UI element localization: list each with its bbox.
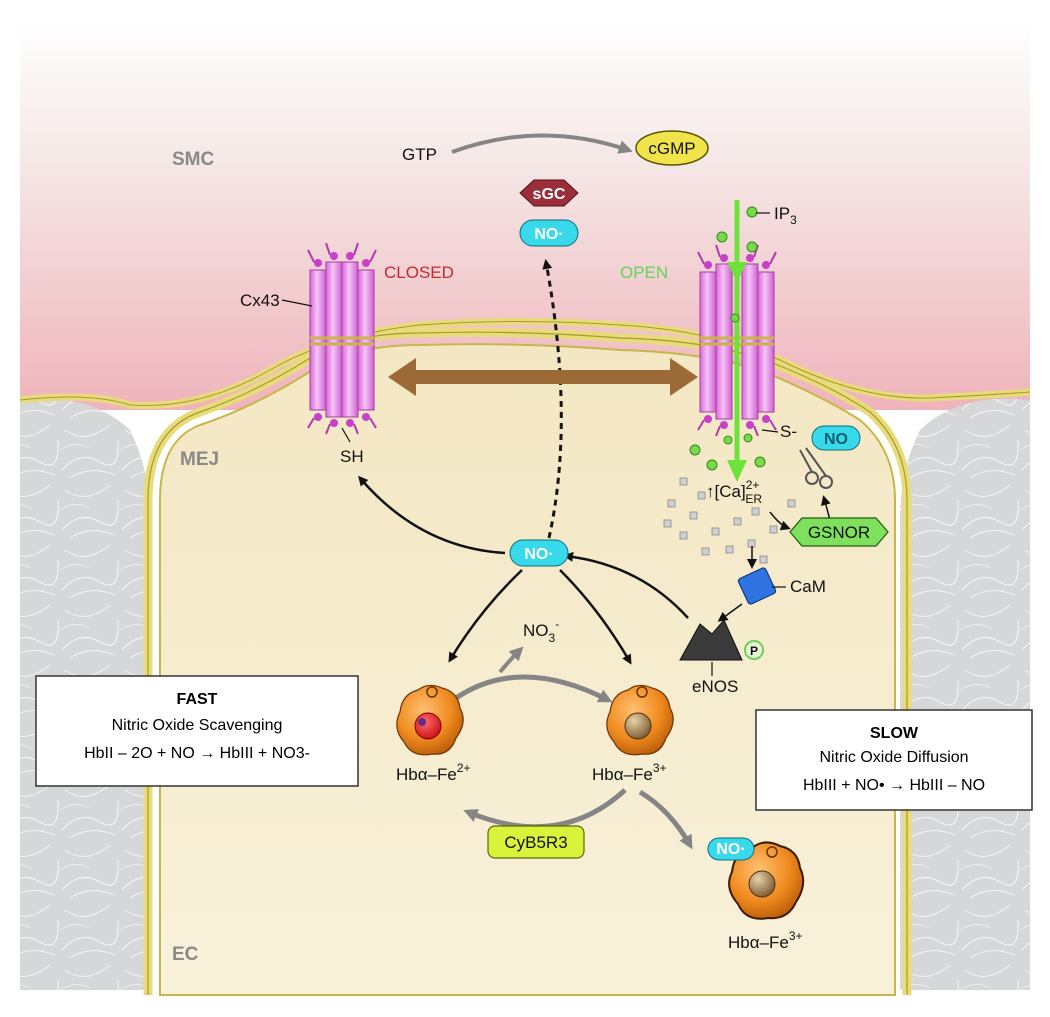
fast-box-equation: HbII – 2O + NO → HbIII + NO3- <box>84 745 310 762</box>
ip3-label: IP3 <box>774 204 797 227</box>
no-to-hb-fe2-arrow <box>448 569 523 663</box>
phospho-badge: P <box>744 640 764 660</box>
fast-box-title: FAST <box>177 691 218 708</box>
region-label-smc: SMC <box>172 149 215 170</box>
gtp-label: GTP <box>402 145 437 164</box>
phospho-label: P <box>750 644 758 658</box>
cgmp-label: cGMP <box>648 139 695 158</box>
no-pill-central: NO· <box>509 539 569 567</box>
hb-fe2-protein <box>396 684 464 756</box>
enos-node <box>679 619 743 661</box>
gsnor-node: GSNOR <box>789 517 889 547</box>
slow-box: SLOW Nitric Oxide Diffusion HbIII + NO• … <box>755 709 1033 811</box>
nitrate-label: NO3- <box>523 617 559 645</box>
slow-box-title: SLOW <box>870 725 919 742</box>
gsnor-to-scissors-arrow <box>821 495 831 521</box>
region-label-mej: MEJ <box>180 449 219 470</box>
s-pointer <box>761 429 779 433</box>
no-pill-central-label: NO· <box>524 546 553 563</box>
hb-fe3-no-label: Hbα–Fe3+ <box>728 929 803 952</box>
s-minus-label: S- <box>780 422 797 441</box>
cam-label: CaM <box>790 577 826 596</box>
ip3-arrowhead-top <box>727 262 747 282</box>
endothelial-cell <box>159 343 896 996</box>
cam-node <box>737 567 777 605</box>
region-label-ec: EC <box>172 944 199 965</box>
ec-membrane-edge <box>147 331 908 995</box>
closed-label: CLOSED <box>384 263 454 282</box>
slow-box-subtitle: Nitric Oxide Diffusion <box>819 749 968 766</box>
no-pill-sgc-label: NO· <box>534 226 563 243</box>
no-pill-hb-bound: NO· <box>707 837 755 861</box>
fast-box: FAST Nitric Oxide Scavenging HbII – 2O +… <box>35 675 359 787</box>
cyb5r3-label: CyB5R3 <box>504 833 567 852</box>
smc-membrane-edge <box>19 321 1031 407</box>
hb-fe3-label: Hbα–Fe3+ <box>592 761 667 784</box>
enos-to-no-arrow <box>563 551 689 619</box>
no-pill-snitrosylation-label: NO <box>824 431 848 448</box>
cx43-label: Cx43 <box>240 291 280 310</box>
sh-pointer <box>341 427 351 443</box>
ip3-arrowhead-bottom <box>727 460 747 482</box>
cyb5r3-node: CyB5R3 <box>487 825 585 859</box>
calcium-er-label: ↑[Ca]2+ER <box>706 478 762 506</box>
hb-fe3-no-protein <box>728 841 805 920</box>
sgc-label: sGC <box>533 186 566 203</box>
hb-fe3-to-no-bound-arrow <box>638 789 693 850</box>
cam-to-enos-arrow <box>717 603 743 622</box>
fast-box-subtitle: Nitric Oxide Scavenging <box>112 717 283 734</box>
scissors-icon <box>799 447 833 489</box>
connexin-open <box>697 244 777 437</box>
no-pill-sgc: NO· <box>519 219 579 247</box>
no-pill-snitrosylation: NO <box>811 425 861 451</box>
slow-box-equation: HbIII + NO• → HbIII – NO <box>803 777 985 794</box>
open-label: OPEN <box>620 263 668 282</box>
sgc-node: sGC <box>519 179 579 207</box>
calcium-particles <box>663 477 796 564</box>
gtp-to-cgmp-arrow <box>451 133 633 154</box>
hb-fe2-label: Hbα–Fe2+ <box>396 761 471 784</box>
gap-junction-transfer-arrow <box>388 358 698 396</box>
ip3-molecules <box>689 206 766 471</box>
gsnor-label: GSNOR <box>808 523 870 542</box>
no-pill-hb-bound-label: NO· <box>716 841 745 858</box>
connexin-closed <box>307 242 377 435</box>
hb-fe2-to-fe3-arrow <box>454 674 613 703</box>
hb-fe3-protein <box>606 684 674 756</box>
nitrate-release-arrow <box>498 646 524 674</box>
interstitium-right <box>900 398 1030 990</box>
cx43-pointer <box>281 299 313 307</box>
enos-label: eNOS <box>692 677 738 696</box>
no-to-sh-arrow <box>358 475 506 555</box>
calcium-to-gsnor-arrow <box>769 511 791 531</box>
no-to-hb-fe3-arrow <box>559 569 632 665</box>
cgmp-node: cGMP <box>635 130 709 166</box>
sh-label: SH <box>340 447 364 466</box>
